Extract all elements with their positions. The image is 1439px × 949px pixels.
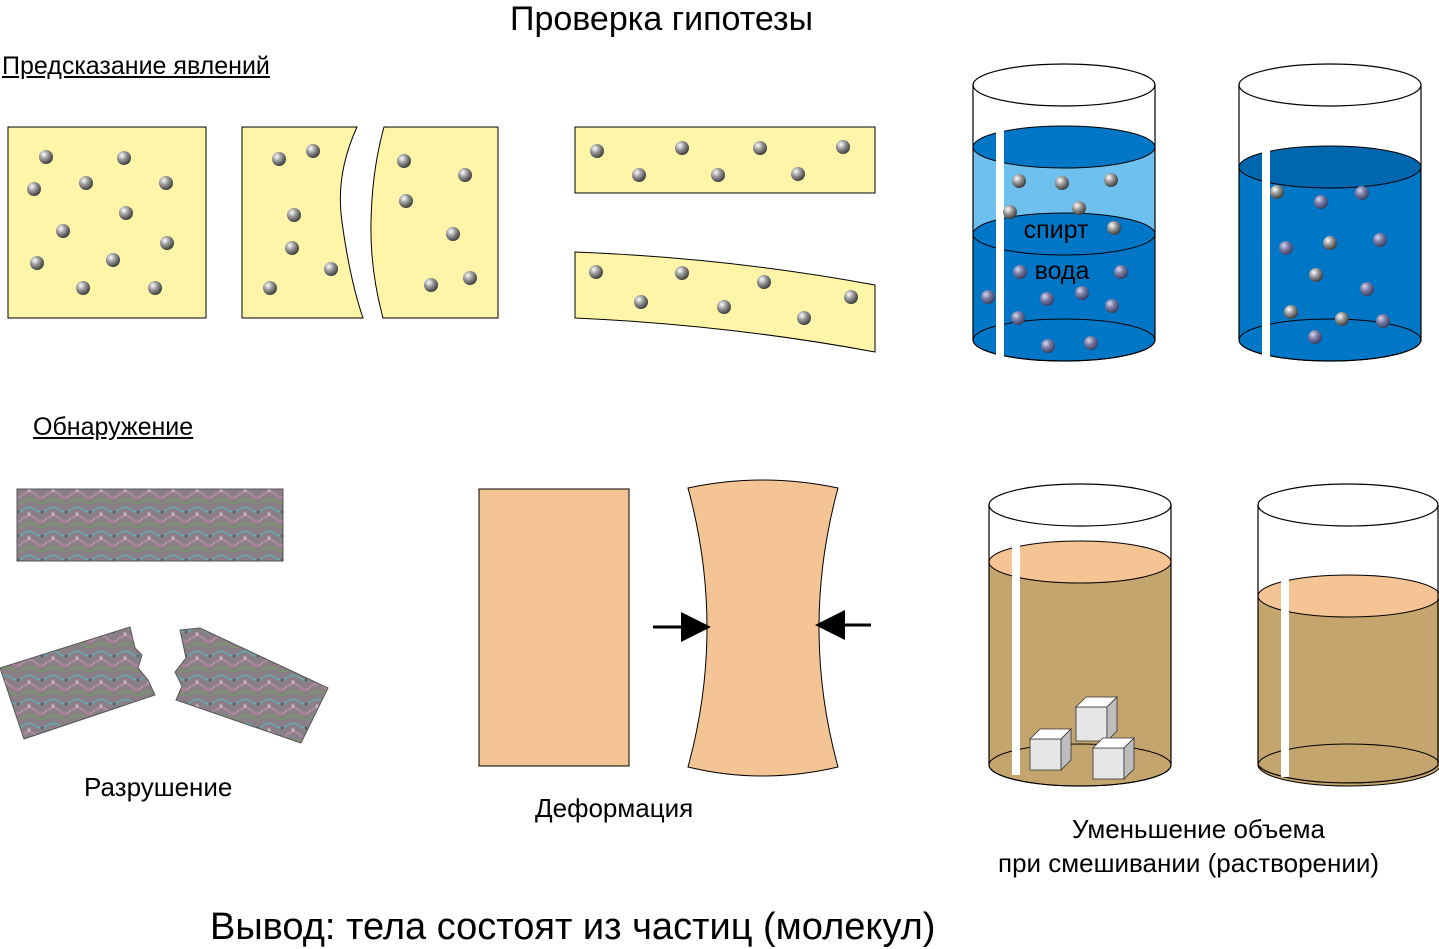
- particle: [148, 281, 162, 295]
- particle: [711, 168, 725, 182]
- particle: [1376, 314, 1390, 328]
- particle: [844, 290, 858, 304]
- conclusion-text: Вывод: тела состоят из частиц (молекул): [210, 906, 936, 948]
- solid-block: [7, 126, 207, 319]
- particle: [285, 241, 299, 255]
- particle: [117, 151, 131, 165]
- particle: [1003, 205, 1017, 219]
- particle: [56, 224, 70, 238]
- particle: [324, 262, 338, 276]
- bent-bar: [574, 251, 876, 353]
- label-water: вода: [1035, 257, 1090, 285]
- caption-volume-line2: при смешивании (растворении): [998, 848, 1380, 878]
- particle: [27, 182, 41, 196]
- caption-volume-line1: Уменьшение объема: [1072, 814, 1326, 844]
- particle: [463, 271, 477, 285]
- particle: [1104, 173, 1118, 187]
- particle: [458, 168, 472, 182]
- particle: [634, 295, 648, 309]
- deformation-block: [478, 488, 630, 767]
- particle: [675, 266, 689, 280]
- particle: [1279, 241, 1293, 255]
- particle: [717, 300, 731, 314]
- particle: [1373, 233, 1387, 247]
- particle: [675, 141, 689, 155]
- particle: [39, 150, 53, 164]
- stone-intact: [16, 488, 284, 562]
- beaker-before-mixing: спирт вода: [972, 63, 1156, 362]
- particle: [160, 236, 174, 250]
- particle: [263, 281, 277, 295]
- particle: [981, 290, 995, 304]
- particle: [1355, 186, 1369, 200]
- particle: [446, 227, 460, 241]
- particle: [1072, 201, 1086, 215]
- straight-bar: [574, 126, 876, 194]
- deformation-compressed: [653, 479, 871, 777]
- particle: [79, 176, 93, 190]
- particle: [1114, 265, 1128, 279]
- particle: [119, 206, 133, 220]
- glass-with-sugar: [988, 483, 1172, 787]
- particle: [757, 275, 771, 289]
- particle: [1309, 268, 1323, 282]
- particle: [1012, 174, 1026, 188]
- particle: [106, 253, 120, 267]
- section-prediction: Предсказание явлений: [2, 52, 270, 80]
- sugar-cube: [1029, 728, 1072, 771]
- particle: [1075, 286, 1089, 300]
- particle: [1013, 265, 1027, 279]
- particle: [287, 208, 301, 222]
- particle: [1105, 299, 1119, 313]
- glass-dissolved: [1257, 483, 1439, 787]
- particle: [1323, 236, 1337, 250]
- caption-deformation: Деформация: [535, 793, 694, 823]
- particle: [1314, 195, 1328, 209]
- particle: [791, 167, 805, 181]
- sugar-cube: [1092, 737, 1135, 780]
- caption-destruction: Разрушение: [84, 772, 233, 802]
- particle: [1011, 311, 1025, 325]
- sugar-cube: [1075, 696, 1118, 742]
- particle: [1335, 312, 1349, 326]
- particle: [753, 141, 767, 155]
- particle: [1308, 330, 1322, 344]
- particle: [1360, 282, 1374, 296]
- particle: [306, 144, 320, 158]
- particle: [589, 265, 603, 279]
- particle: [797, 311, 811, 325]
- particle: [1084, 336, 1098, 350]
- section-detection: Обнаружение: [33, 413, 194, 441]
- particle: [76, 281, 90, 295]
- particle: [590, 144, 604, 158]
- particle: [399, 194, 413, 208]
- particle: [424, 278, 438, 292]
- label-alcohol: спирт: [1024, 216, 1089, 244]
- particle: [1040, 292, 1054, 306]
- particle: [30, 256, 44, 270]
- particle: [1107, 221, 1121, 235]
- beaker-after-mixing: [1238, 63, 1422, 362]
- particle: [1055, 176, 1069, 190]
- particle: [272, 152, 286, 166]
- particle: [1284, 305, 1298, 319]
- particle: [1270, 185, 1284, 199]
- stone-broken: [0, 626, 329, 744]
- particle: [632, 168, 646, 182]
- particle: [836, 140, 850, 154]
- broken-block: [241, 126, 499, 319]
- particle: [159, 176, 173, 190]
- particle: [1041, 339, 1055, 353]
- particle: [397, 154, 411, 168]
- page-title: Проверка гипотезы: [510, 0, 814, 38]
